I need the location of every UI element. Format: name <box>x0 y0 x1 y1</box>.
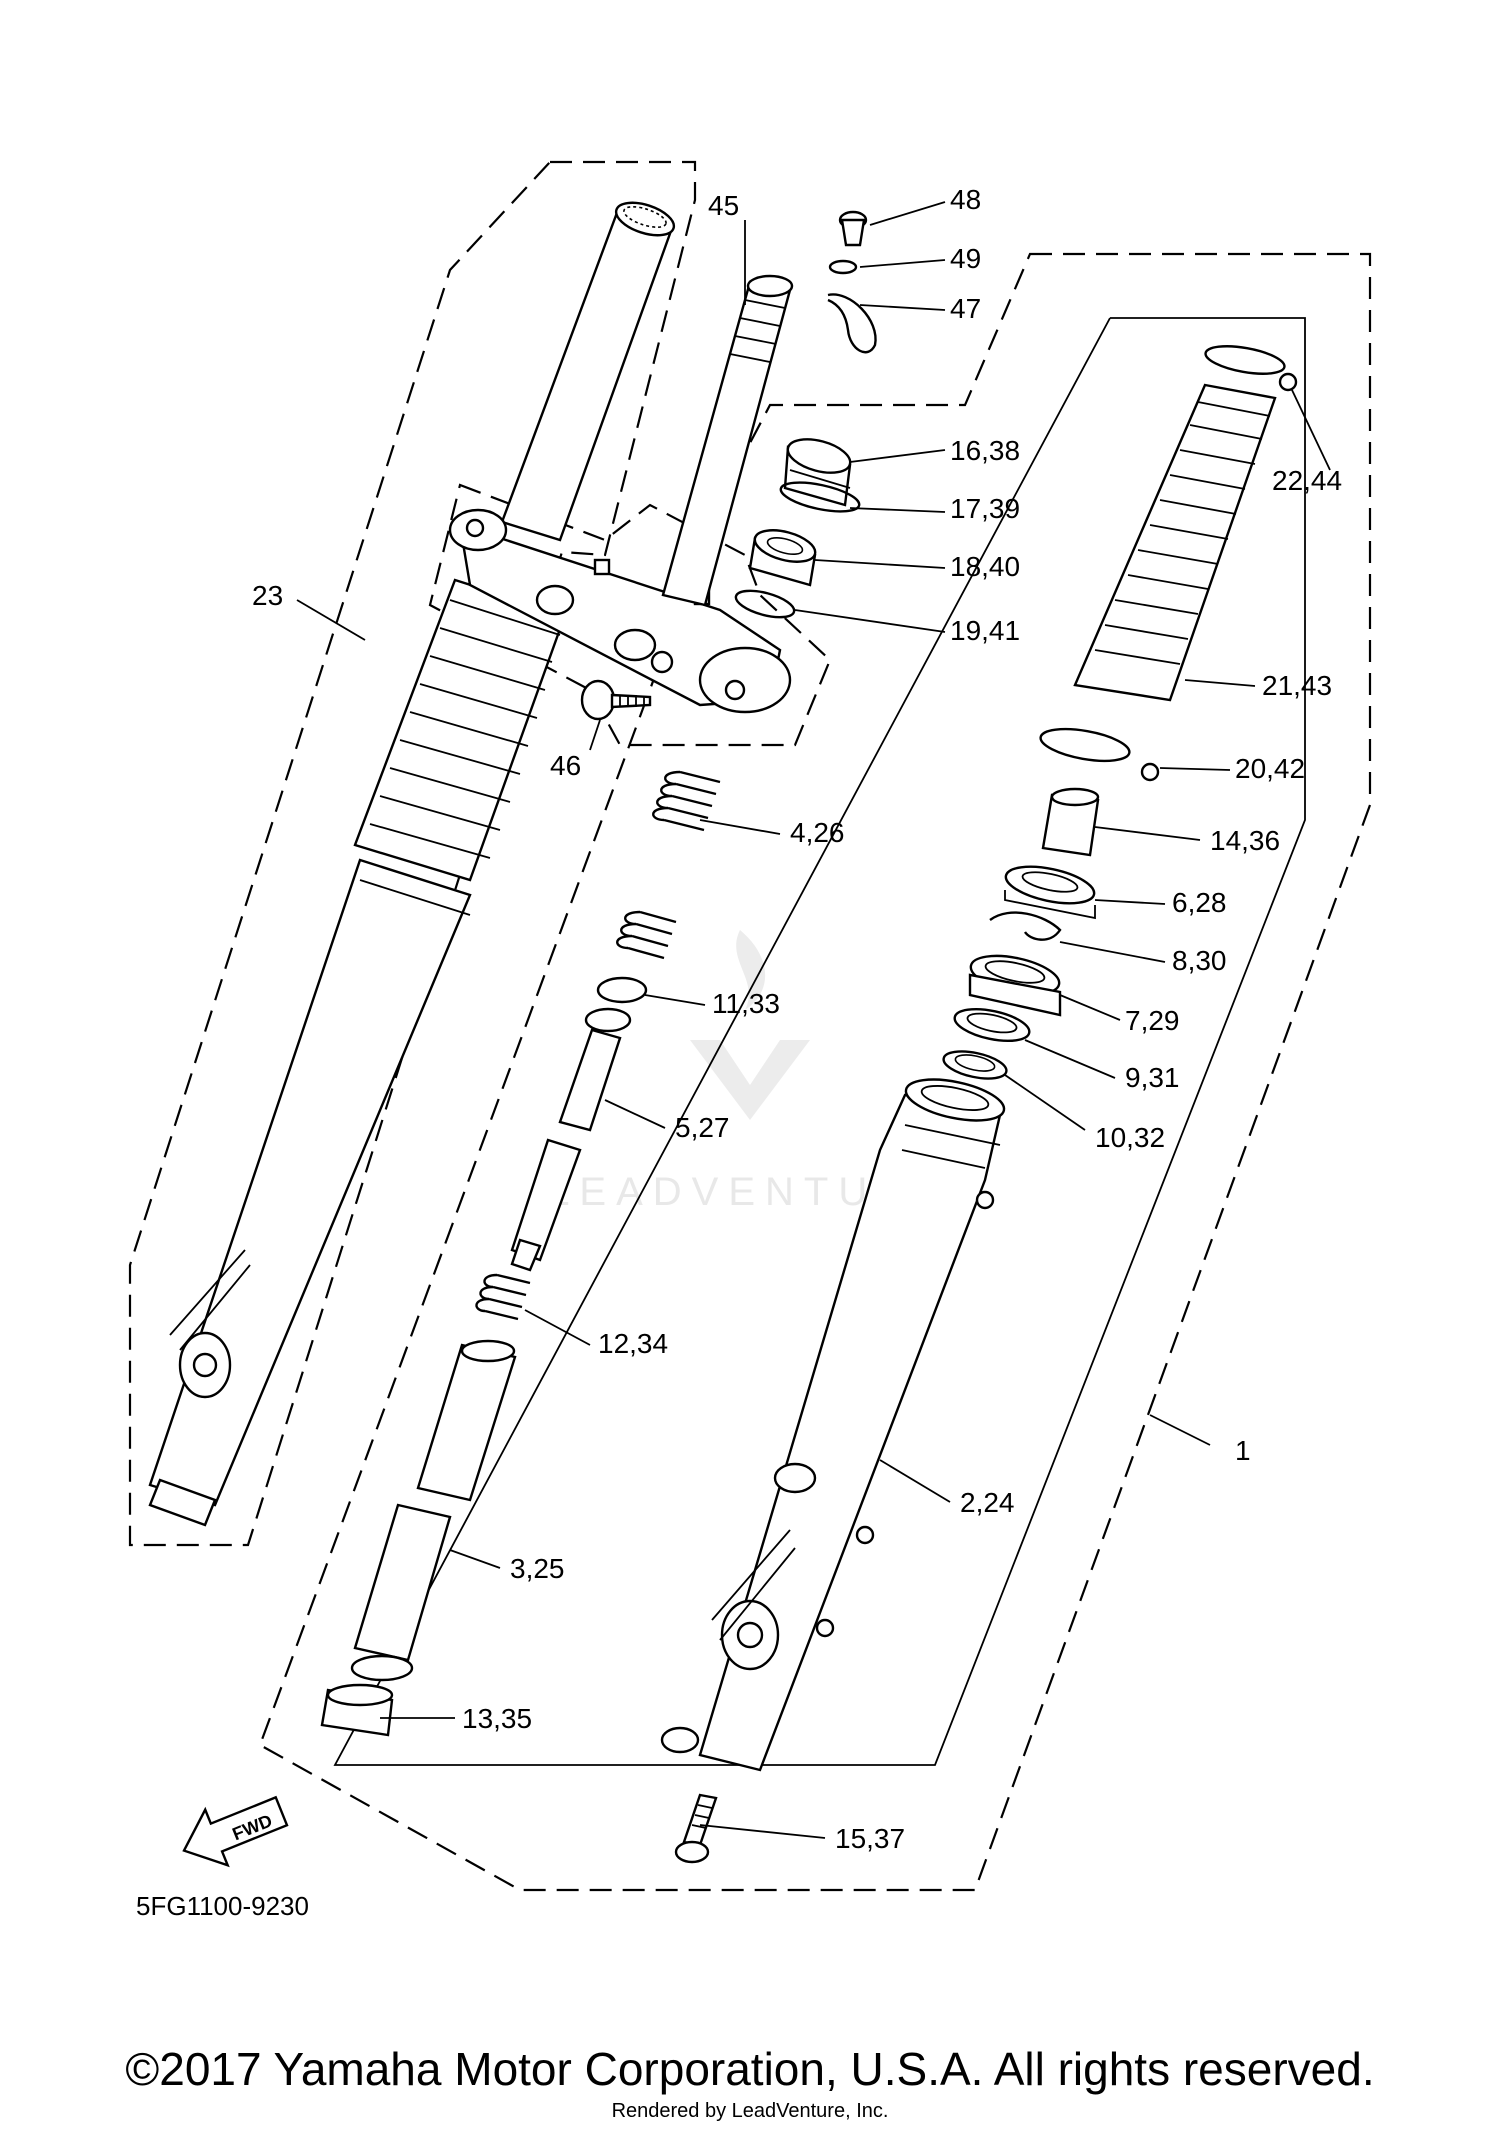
group-23-boundary <box>128 160 697 1547</box>
damper-rod-5-27 <box>510 1007 632 1272</box>
washer-49 <box>828 259 858 275</box>
bolt-15-37 <box>674 1793 718 1864</box>
callout-8-30: 8,30 <box>1172 945 1227 976</box>
assembly-1-outline <box>333 317 1306 1766</box>
fork-tube-3-25 <box>350 1339 517 1682</box>
callout-labels: 48 45 49 47 16,38 17,39 18,40 19,41 22,4… <box>252 184 1342 1854</box>
copyright-notice: ©2017 Yamaha Motor Corporation, U.S.A. A… <box>125 2043 1375 2095</box>
callout-1: 1 <box>1235 1435 1251 1466</box>
washer-11-33 <box>596 976 648 1004</box>
callout-6-28: 6,28 <box>1172 887 1227 918</box>
bellows-23 <box>353 578 567 882</box>
callout-48: 48 <box>950 184 981 215</box>
oil-lock-piece-13-35 <box>320 1683 394 1737</box>
callout-21-43: 21,43 <box>1262 670 1332 701</box>
o-ring-19-41 <box>734 589 796 619</box>
callout-23: 23 <box>252 580 283 611</box>
fork-spring-4-26-lower <box>616 910 677 960</box>
bushing-10-32 <box>942 1050 1008 1080</box>
callout-12-34: 12,34 <box>598 1328 668 1359</box>
bolt-48 <box>838 210 868 247</box>
callout-45: 45 <box>708 190 739 221</box>
fork-spring-4-26-upper <box>652 770 721 832</box>
dust-seal-6-28 <box>1004 865 1096 920</box>
retaining-clip-8-30 <box>989 911 1062 941</box>
bolt-46 <box>580 679 652 721</box>
callout-9-31: 9,31 <box>1125 1062 1180 1093</box>
bushing-18-40 <box>748 529 817 587</box>
callout-15-37: 15,37 <box>835 1823 905 1854</box>
callout-4-26: 4,26 <box>790 817 845 848</box>
outer-tube-2-24 <box>660 1078 1006 1772</box>
washer-9-31 <box>953 1007 1031 1043</box>
callout-19-41: 19,41 <box>950 615 1020 646</box>
callout-14-36: 14,36 <box>1210 825 1280 856</box>
fork-boot-21-43 <box>1073 383 1277 702</box>
callout-47: 47 <box>950 293 981 324</box>
callout-22-44: 22,44 <box>1272 465 1342 496</box>
callout-16-38: 16,38 <box>950 435 1020 466</box>
clip-47 <box>827 293 877 354</box>
callout-49: 49 <box>950 243 981 274</box>
fork-assembly-23 <box>148 201 676 1527</box>
callout-5-27: 5,27 <box>675 1112 730 1143</box>
oil-seal-7-29 <box>968 954 1062 1017</box>
steering-stem-45 <box>661 274 794 607</box>
under-bracket <box>448 508 792 714</box>
callout-10-32: 10,32 <box>1095 1122 1165 1153</box>
callout-20-42: 20,42 <box>1235 753 1305 784</box>
drawing-code: 5FG1100-9230 <box>136 1891 309 1921</box>
callout-7-29: 7,29 <box>1125 1005 1180 1036</box>
callout-2-24: 2,24 <box>960 1487 1015 1518</box>
callout-3-25: 3,25 <box>510 1553 565 1584</box>
ring-17-39 <box>779 481 861 513</box>
rebound-spring-12-34 <box>475 1273 531 1321</box>
fwd-arrow-icon: FWD <box>182 1795 289 1868</box>
callout-13-35: 13,35 <box>462 1703 532 1734</box>
group-1-boundary <box>258 252 1372 1892</box>
cap-bolt-16-38 <box>783 438 852 507</box>
callout-46: 46 <box>550 750 581 781</box>
band-20-42 <box>1039 727 1160 782</box>
rendered-by-notice: Rendered by LeadVenture, Inc. <box>611 2100 889 2122</box>
spacer-14-36 <box>1041 787 1100 857</box>
callout-18-40: 18,40 <box>950 551 1020 582</box>
band-22-44 <box>1204 345 1298 392</box>
callout-11-33: 11,33 <box>712 988 780 1019</box>
leader-lines <box>296 201 1331 1839</box>
callout-17-39: 17,39 <box>950 493 1020 524</box>
